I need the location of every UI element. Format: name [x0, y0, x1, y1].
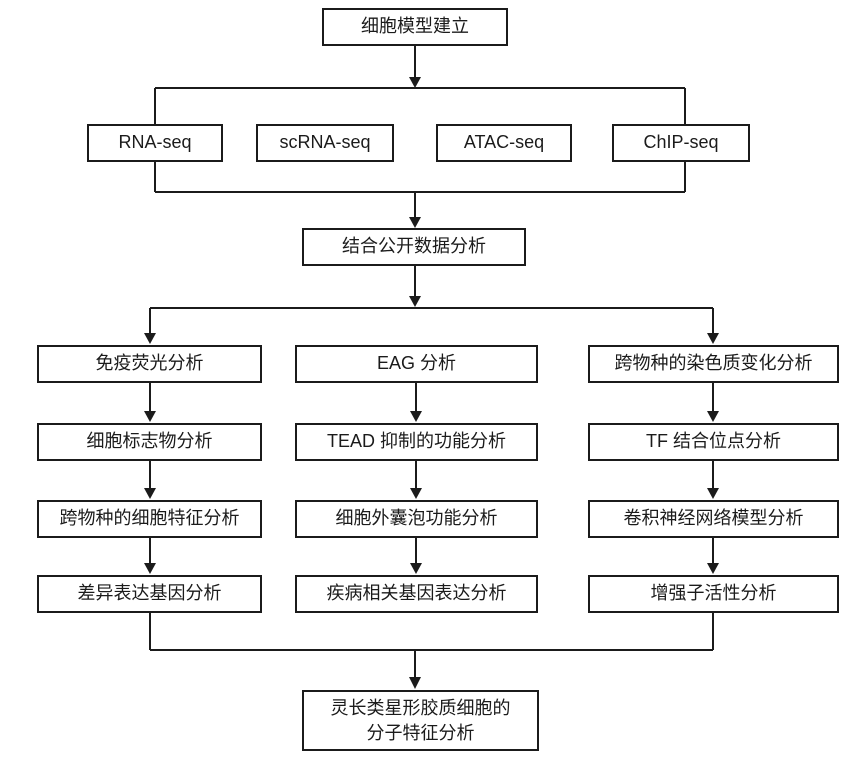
- node-cross-species-chromatin-label: 跨物种的染色质变化分析: [614, 353, 813, 374]
- arrow-combine-to-split: [409, 266, 421, 307]
- node-immunofluorescence: 免疫荧光分析: [37, 345, 262, 383]
- final-label-line2: 分子特征分析: [366, 722, 475, 743]
- seq-bracket-connector: [154, 87, 686, 193]
- arrow-top-to-bracket: [409, 45, 421, 88]
- merge-connector: [149, 613, 714, 651]
- node-primate-astrocyte-molecular-features: 灵长类星形胶质细胞的 分子特征分析: [302, 690, 539, 751]
- arrow-merge-to-final: [409, 650, 421, 689]
- node-enhancer-activity-label: 增强子活性分析: [650, 583, 777, 604]
- node-eag-analysis: EAG 分析: [295, 345, 538, 383]
- node-chip-seq-label: ChIP-seq: [643, 132, 719, 153]
- node-tead-inhibition: TEAD 抑制的功能分析: [295, 423, 538, 461]
- right-column-arrows: [707, 383, 719, 574]
- node-atac-seq: ATAC-seq: [436, 124, 572, 162]
- node-tead-inhibition-label: TEAD 抑制的功能分析: [326, 431, 506, 452]
- node-tf-binding-site-label: TF 结合位点分析: [646, 431, 781, 452]
- node-public-data-analysis: 结合公开数据分析: [302, 228, 526, 266]
- left-column-arrows: [144, 383, 156, 574]
- node-disease-gene-expression-label: 疾病相关基因表达分析: [326, 583, 507, 604]
- node-enhancer-activity: 增强子活性分析: [588, 575, 839, 613]
- node-cross-species-cell-features: 跨物种的细胞特征分析: [37, 500, 262, 538]
- node-scrna-seq-label: scRNA-seq: [279, 132, 371, 153]
- node-rna-seq-label: RNA-seq: [118, 132, 192, 153]
- node-cnn-model-label: 卷积神经网络模型分析: [623, 508, 804, 529]
- node-cell-marker: 细胞标志物分析: [37, 423, 262, 461]
- node-cell-model: 细胞模型建立: [322, 8, 508, 46]
- node-cross-species-cell-features-label: 跨物种的细胞特征分析: [59, 508, 240, 529]
- node-cnn-model: 卷积神经网络模型分析: [588, 500, 839, 538]
- node-rna-seq: RNA-seq: [87, 124, 223, 162]
- node-cell-model-label: 细胞模型建立: [361, 16, 469, 37]
- middle-column-arrows: [410, 383, 422, 574]
- node-extracellular-vesicle-label: 细胞外囊泡功能分析: [335, 508, 498, 529]
- node-differential-expression: 差异表达基因分析: [37, 575, 262, 613]
- final-label-line1: 灵长类星形胶质细胞的: [330, 697, 511, 718]
- node-extracellular-vesicle: 细胞外囊泡功能分析: [295, 500, 538, 538]
- node-eag-analysis-label: EAG 分析: [376, 353, 456, 374]
- arrow-split-to-left-column: [144, 308, 156, 344]
- node-atac-seq-label: ATAC-seq: [463, 132, 545, 153]
- node-public-data-analysis-label: 结合公开数据分析: [342, 236, 486, 257]
- node-immunofluorescence-label: 免疫荧光分析: [95, 353, 204, 374]
- node-tf-binding-site: TF 结合位点分析: [588, 423, 839, 461]
- arrow-split-to-right-column: [707, 308, 719, 344]
- node-cross-species-chromatin: 跨物种的染色质变化分析: [588, 345, 839, 383]
- node-scrna-seq: scRNA-seq: [256, 124, 394, 162]
- node-disease-gene-expression: 疾病相关基因表达分析: [295, 575, 538, 613]
- node-chip-seq: ChIP-seq: [612, 124, 750, 162]
- node-differential-expression-label: 差异表达基因分析: [77, 583, 222, 604]
- arrow-bracket-to-combine: [409, 192, 421, 228]
- node-cell-marker-label: 细胞标志物分析: [86, 431, 213, 452]
